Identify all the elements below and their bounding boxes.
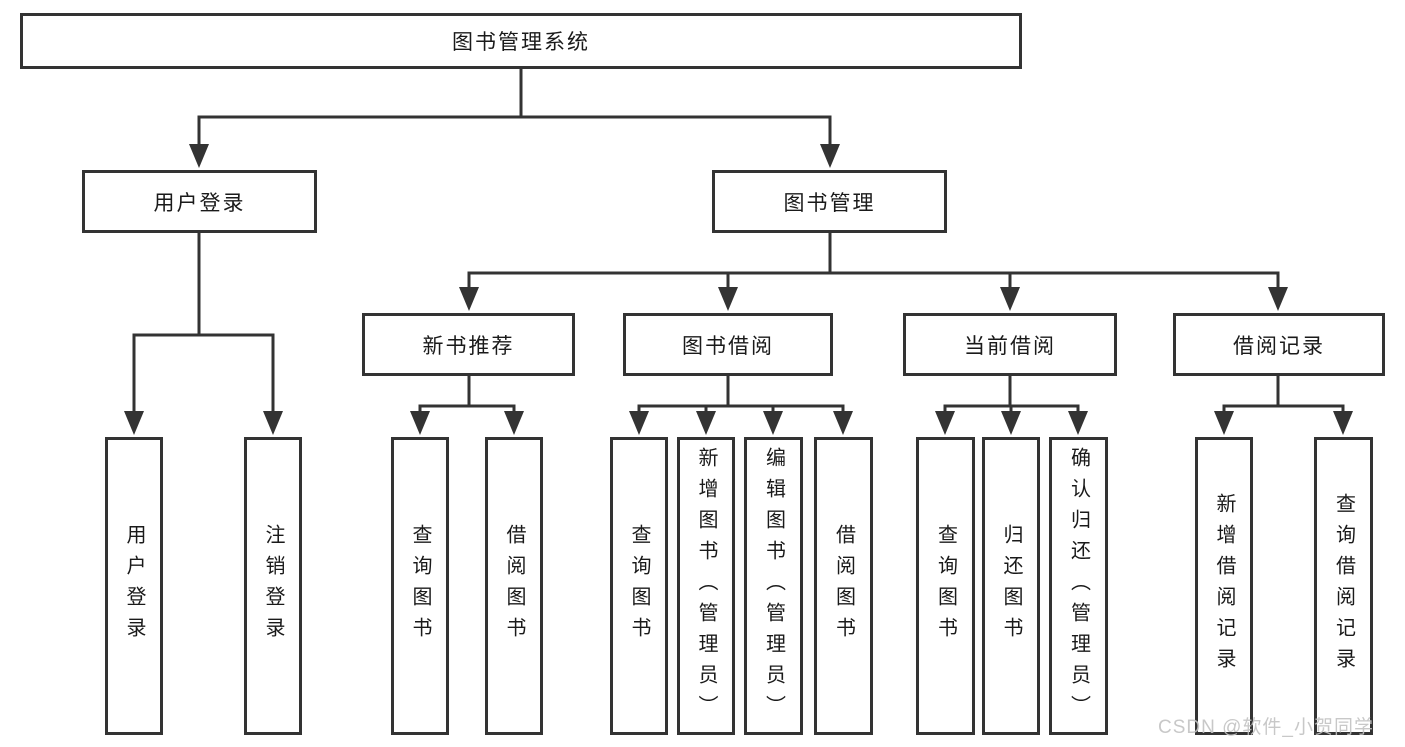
- node-label: 查询图书: [409, 524, 431, 648]
- leaf-logout: 注销登录: [244, 437, 302, 735]
- leaf-search-books-recommend: 查询图书: [391, 437, 449, 735]
- node-label: 当前借阅: [964, 334, 1056, 358]
- csdn-watermark: CSDN @软件_小贺同学: [1158, 717, 1374, 738]
- node-label: 用户登录: [123, 524, 145, 648]
- node-label: 编辑图书（管理员）: [762, 446, 785, 726]
- node-label: 用户登录: [153, 191, 246, 215]
- node-book-management: 图书管理: [712, 170, 947, 233]
- node-label: 注销登录: [262, 524, 284, 648]
- leaf-search-borrow-record: 查询借阅记录: [1314, 437, 1373, 735]
- node-label: 图书管理系统: [452, 31, 590, 54]
- node-label: 新增借阅记录: [1213, 493, 1235, 679]
- node-user-login: 用户登录: [82, 170, 317, 233]
- node-label: 借阅记录: [1233, 334, 1325, 358]
- leaf-add-borrow-record: 新增借阅记录: [1195, 437, 1253, 735]
- leaf-borrow-books-recommend: 借阅图书: [485, 437, 543, 735]
- node-label: 确认归还（管理员）: [1067, 446, 1090, 726]
- leaf-search-books-borrowing: 查询图书: [610, 437, 668, 735]
- arrowheads: [124, 144, 1353, 435]
- node-label: 新书推荐: [422, 334, 515, 358]
- node-label: 归还图书: [1000, 524, 1022, 648]
- leaf-search-books-current: 查询图书: [916, 437, 975, 735]
- leaf-return-books: 归还图书: [982, 437, 1040, 735]
- node-label: 查询借阅记录: [1332, 493, 1355, 679]
- node-book-borrowing: 图书借阅: [623, 313, 833, 376]
- node-new-book-recommendation: 新书推荐: [362, 313, 575, 376]
- node-label: 查询图书: [628, 524, 650, 648]
- node-label: 查询图书: [934, 524, 957, 648]
- node-library-management-system: 图书管理系统: [20, 13, 1022, 69]
- leaf-confirm-return-admin: 确认归还（管理员）: [1049, 437, 1108, 735]
- node-borrowing-records: 借阅记录: [1173, 313, 1385, 376]
- node-label: 新增图书（管理员）: [695, 446, 717, 726]
- node-label: 图书借阅: [682, 334, 774, 358]
- leaf-borrow-books-borrowing: 借阅图书: [814, 437, 873, 735]
- node-label: 借阅图书: [832, 524, 855, 648]
- node-label: 图书管理: [783, 191, 876, 215]
- node-label: 借阅图书: [503, 524, 525, 648]
- node-current-borrowing: 当前借阅: [903, 313, 1117, 376]
- leaf-add-books-admin: 新增图书（管理员）: [677, 437, 735, 735]
- leaf-user-login: 用户登录: [105, 437, 163, 735]
- leaf-edit-books-admin: 编辑图书（管理员）: [744, 437, 803, 735]
